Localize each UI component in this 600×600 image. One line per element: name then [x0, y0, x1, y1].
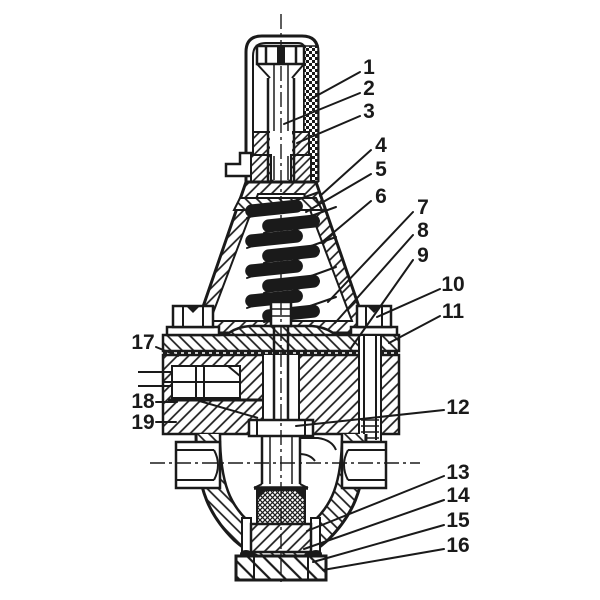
callout-label-3: 3 [363, 100, 375, 123]
callout-leader-3 [296, 115, 361, 144]
callout-leader-14 [303, 499, 445, 550]
callout-label-15: 15 [446, 509, 470, 532]
callout-label-12: 12 [446, 396, 469, 419]
port-right [340, 440, 388, 490]
callout-label-7: 7 [417, 196, 429, 219]
callout-label-5: 5 [375, 158, 387, 181]
callout-label-9: 9 [417, 244, 429, 267]
port-left [174, 440, 222, 490]
callout-label-10: 10 [441, 273, 464, 296]
callout-leader-12 [295, 409, 445, 427]
callout-leader-17 [155, 346, 179, 357]
callout-label-8: 8 [417, 219, 429, 242]
callout-leader-11 [388, 315, 441, 344]
callout-label-19: 19 [131, 411, 154, 434]
callout-leader-15 [312, 524, 445, 563]
callout-label-14: 14 [446, 484, 470, 507]
callout-label-4: 4 [375, 134, 387, 157]
callout-label-1: 1 [363, 56, 375, 79]
callout-label-18: 18 [131, 390, 155, 413]
callout-leader-2 [283, 92, 361, 125]
centerlines [150, 14, 420, 584]
callout-leader-16 [322, 548, 445, 571]
callout-leader-13 [306, 475, 445, 532]
callout-label-2: 2 [363, 77, 375, 100]
gauge-port-lines [138, 371, 172, 387]
callout-leader-8 [334, 234, 414, 324]
callout-leader-6 [320, 200, 372, 244]
callout-leader-10 [376, 288, 441, 318]
valve-body-upper [161, 326, 401, 443]
callout-leader-1 [308, 71, 361, 101]
callout-leader-4 [319, 149, 372, 197]
lock-nut [250, 131, 312, 185]
callout-label-16: 16 [446, 534, 469, 557]
flange-bolt-left [165, 304, 221, 337]
callout-label-13: 13 [446, 461, 469, 484]
callout-label-17: 17 [131, 331, 154, 354]
callout-label-6: 6 [375, 185, 387, 208]
callout-label-11: 11 [442, 300, 465, 323]
callout-leader-9 [350, 259, 414, 349]
callout-leader-7 [327, 211, 414, 303]
cap-bracket [224, 151, 256, 178]
callout-leader-5 [305, 173, 372, 213]
